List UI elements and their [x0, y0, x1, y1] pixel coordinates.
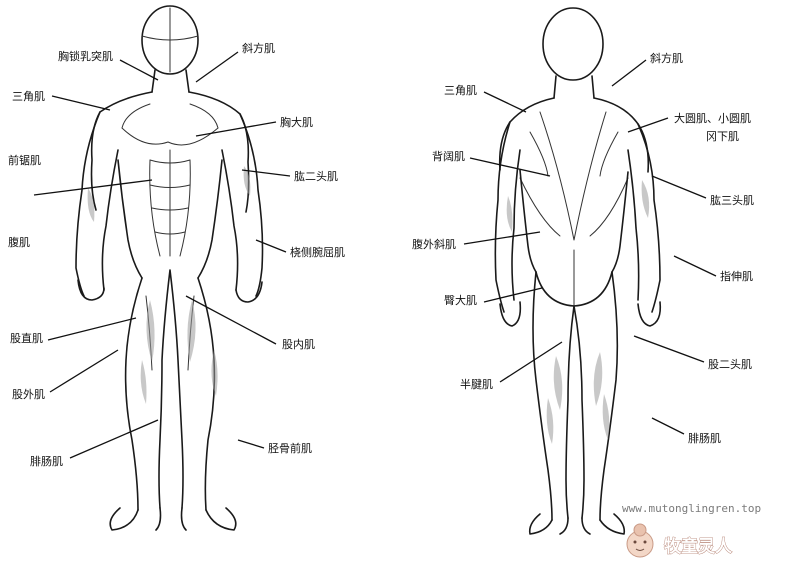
- leader-back-triceps: [652, 176, 706, 198]
- label-back-infraspinatus: 冈下肌: [706, 130, 739, 143]
- label-front-gastrocnemius: 腓肠肌: [30, 455, 63, 468]
- label-front-pectoralis: 胸大肌: [280, 115, 313, 129]
- label-back-teres: 大圆肌、小圆肌: [674, 111, 751, 125]
- label-front-rectus-femoris: 股直肌: [10, 331, 43, 345]
- leader-back-deltoid: [484, 92, 526, 112]
- leader-back-semitendinosus: [500, 342, 562, 382]
- leader-front-brachioradialis: [256, 240, 286, 252]
- watermark-url: www.mutonglingren.top: [622, 502, 761, 515]
- leader-front-deltoid: [52, 96, 110, 110]
- label-back-gastrocnemius: 腓肠肌: [688, 432, 721, 445]
- leader-front-tibialis: [238, 440, 264, 448]
- leader-front-vastus: [50, 350, 118, 392]
- label-back-semitendinosus: 半腱肌: [460, 377, 493, 391]
- watermark: www.mutonglingren.top 牧童灵人: [622, 502, 761, 557]
- label-front-vastus: 股外肌: [12, 388, 45, 401]
- mascot-icon: [627, 524, 653, 557]
- leader-front-rectus-femoris: [48, 318, 136, 340]
- label-front-biceps: 肱二头肌: [294, 169, 338, 183]
- label-front-sternocleidomastoid: 胸锁乳突肌: [58, 49, 113, 63]
- leader-back-oblique: [464, 232, 540, 244]
- label-front-brachioradialis: 桡侧腕屈肌: [290, 245, 345, 259]
- leader-front-trapezius: [196, 52, 238, 82]
- leader-back-gastrocnemius: [652, 418, 684, 434]
- leader-front-pectoralis: [196, 122, 276, 136]
- label-back-trapezius: 斜方肌: [650, 51, 683, 65]
- leader-back-trapezius: [612, 60, 646, 86]
- watermark-name: 牧童灵人: [664, 536, 733, 557]
- label-back-gluteus: 臀大肌: [444, 293, 477, 307]
- back-figure: [495, 8, 660, 534]
- leader-front-gastrocnemius: [70, 420, 158, 458]
- leader-front-adductor: [186, 296, 276, 344]
- label-back-extensors: 指伸肌: [720, 269, 753, 283]
- label-back-deltoid: 三角肌: [444, 84, 477, 97]
- label-back-triceps: 肱三头肌: [710, 193, 754, 207]
- front-labels: 胸锁乳突肌 斜方肌 三角肌 胸大肌 前锯肌 肱二头肌 腹肌 桡侧腕屈肌 股直肌 …: [8, 41, 345, 468]
- label-back-oblique: 腹外斜肌: [412, 237, 456, 251]
- leader-front-sternocleidomastoid: [120, 60, 158, 80]
- label-front-deltoid: 三角肌: [12, 90, 45, 103]
- label-front-trapezius: 斜方肌: [242, 41, 275, 55]
- back-labels: 斜方肌 三角肌 大圆肌、小圆肌 冈下肌 背阔肌 肱三头肌 腹外斜肌 指伸肌 臀大…: [412, 51, 754, 445]
- leader-back-biceps-femoris: [634, 336, 704, 362]
- label-front-adductor: 股内肌: [282, 337, 315, 351]
- leader-back-extensors: [674, 256, 716, 276]
- front-figure: [76, 6, 263, 530]
- label-back-biceps-femoris: 股二头肌: [708, 358, 752, 371]
- label-back-latissimus: 背阔肌: [432, 149, 465, 163]
- label-front-serratus: 前锯肌: [8, 153, 41, 167]
- label-front-tibialis: 胫骨前肌: [268, 441, 312, 455]
- label-front-abdominals: 腹肌: [8, 235, 30, 249]
- leader-back-latissimus: [470, 158, 550, 176]
